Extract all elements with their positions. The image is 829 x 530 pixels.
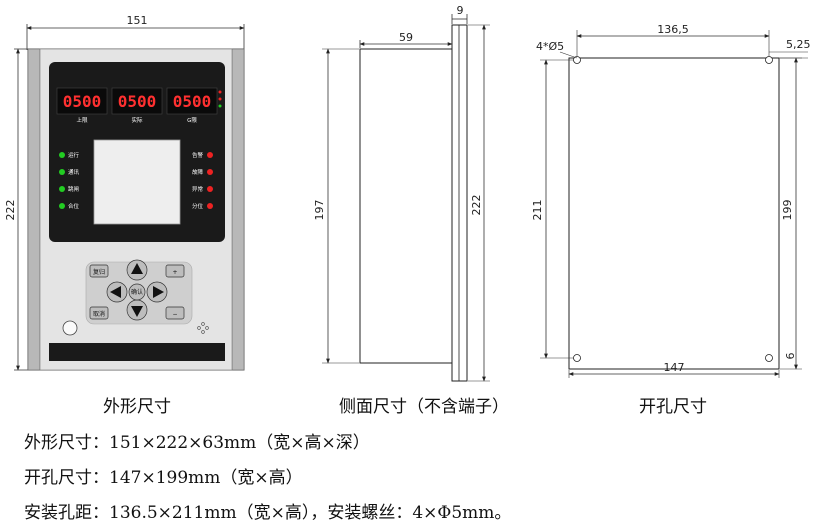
seg-display-2: 0500 实际 bbox=[111, 87, 163, 124]
svg-text:确认: 确认 bbox=[131, 288, 143, 296]
svg-text:上限: 上限 bbox=[76, 116, 88, 124]
dpad[interactable]: 确认 bbox=[106, 259, 168, 321]
svg-text:故障: 故障 bbox=[192, 168, 204, 176]
left-leds: 运行 通讯 跳闸 合位 bbox=[59, 151, 80, 210]
svg-text:+: + bbox=[172, 269, 177, 276]
hole-offset-dim: 5,25 bbox=[786, 38, 811, 51]
hole-icon bbox=[765, 56, 773, 64]
minus-button[interactable]: − bbox=[165, 306, 185, 320]
cancel-button[interactable]: 取消 bbox=[89, 306, 109, 320]
svg-text:异常: 异常 bbox=[192, 185, 204, 193]
hole-icon bbox=[573, 56, 581, 64]
side-total-dim: 222 bbox=[470, 195, 483, 216]
svg-text:通讯: 通讯 bbox=[68, 168, 80, 176]
svg-text:合位: 合位 bbox=[68, 202, 80, 210]
led-red-icon bbox=[207, 186, 213, 192]
caption-front: 外形尺寸 bbox=[103, 397, 171, 417]
led-green-icon bbox=[59, 152, 65, 158]
front-height-dim: 222 bbox=[4, 200, 17, 221]
seg-display-3: 0500 G限 bbox=[166, 87, 218, 124]
led-green-icon bbox=[59, 186, 65, 192]
led-red-icon bbox=[207, 169, 213, 175]
led-green-icon bbox=[59, 203, 65, 209]
side-view: 59 9 197 222 侧面尺寸（不含端子） bbox=[313, 4, 509, 417]
small-offset-dim: 6 bbox=[784, 353, 797, 360]
speaker-icon bbox=[197, 322, 209, 334]
svg-text:实际: 实际 bbox=[131, 116, 143, 124]
spec-mounting: 安装孔距：136.5×211mm（宽×高），安装螺丝：4×Φ5mm。 bbox=[24, 503, 512, 523]
side-depth-dim: 59 bbox=[399, 31, 413, 44]
cutout-view: 136,5 4*Ø5 5,25 211 199 6 147 开孔尺寸 bbox=[531, 23, 811, 417]
svg-text:运行: 运行 bbox=[68, 151, 80, 159]
svg-text:取消: 取消 bbox=[93, 310, 105, 318]
svg-text:−: − bbox=[172, 311, 177, 318]
svg-text:跳闸: 跳闸 bbox=[68, 185, 79, 193]
led-red-icon bbox=[207, 203, 213, 209]
side-height-dim: 197 bbox=[313, 200, 326, 221]
svg-text:复归: 复归 bbox=[93, 268, 105, 276]
spec-cutout: 开孔尺寸：147×199mm（宽×高） bbox=[24, 468, 303, 488]
led-red-icon bbox=[207, 152, 213, 158]
plus-button[interactable]: + bbox=[165, 264, 185, 278]
svg-text:分位: 分位 bbox=[192, 202, 204, 210]
svg-text:0500: 0500 bbox=[173, 92, 212, 111]
svg-text:G限: G限 bbox=[187, 116, 197, 124]
hole-icon bbox=[573, 354, 581, 362]
cutout-height-dim: 199 bbox=[781, 200, 794, 221]
led-green-icon bbox=[59, 169, 65, 175]
svg-text:0500: 0500 bbox=[63, 92, 102, 111]
svg-text:0500: 0500 bbox=[118, 92, 157, 111]
spec-outline: 外形尺寸：151×222×63mm（宽×高×深） bbox=[24, 433, 370, 453]
svg-text:告警: 告警 bbox=[192, 151, 204, 159]
confirm-button bbox=[128, 283, 146, 301]
lcd-screen bbox=[93, 139, 181, 225]
caption-side: 侧面尺寸（不含端子） bbox=[339, 397, 509, 417]
seg-display-1: 0500 上限 bbox=[56, 87, 108, 124]
front-width-dim: 151 bbox=[127, 14, 148, 27]
cutout-width-dim: 147 bbox=[664, 361, 685, 374]
hole-spacing-h-dim: 211 bbox=[531, 200, 544, 221]
hole-spacing-w-dim: 136,5 bbox=[657, 23, 689, 36]
hole-spec-label: 4*Ø5 bbox=[536, 40, 564, 53]
hole-icon bbox=[765, 354, 773, 362]
front-view: 151 222 0500 上限 0500 实际 0500 G限 bbox=[4, 14, 245, 417]
right-leds: 告警 故障 异常 分位 bbox=[192, 151, 213, 210]
caption-cutout: 开孔尺寸 bbox=[639, 397, 707, 417]
back-button[interactable]: 复归 bbox=[89, 264, 109, 278]
port-icon bbox=[62, 320, 78, 336]
side-flange-dim: 9 bbox=[457, 4, 464, 17]
